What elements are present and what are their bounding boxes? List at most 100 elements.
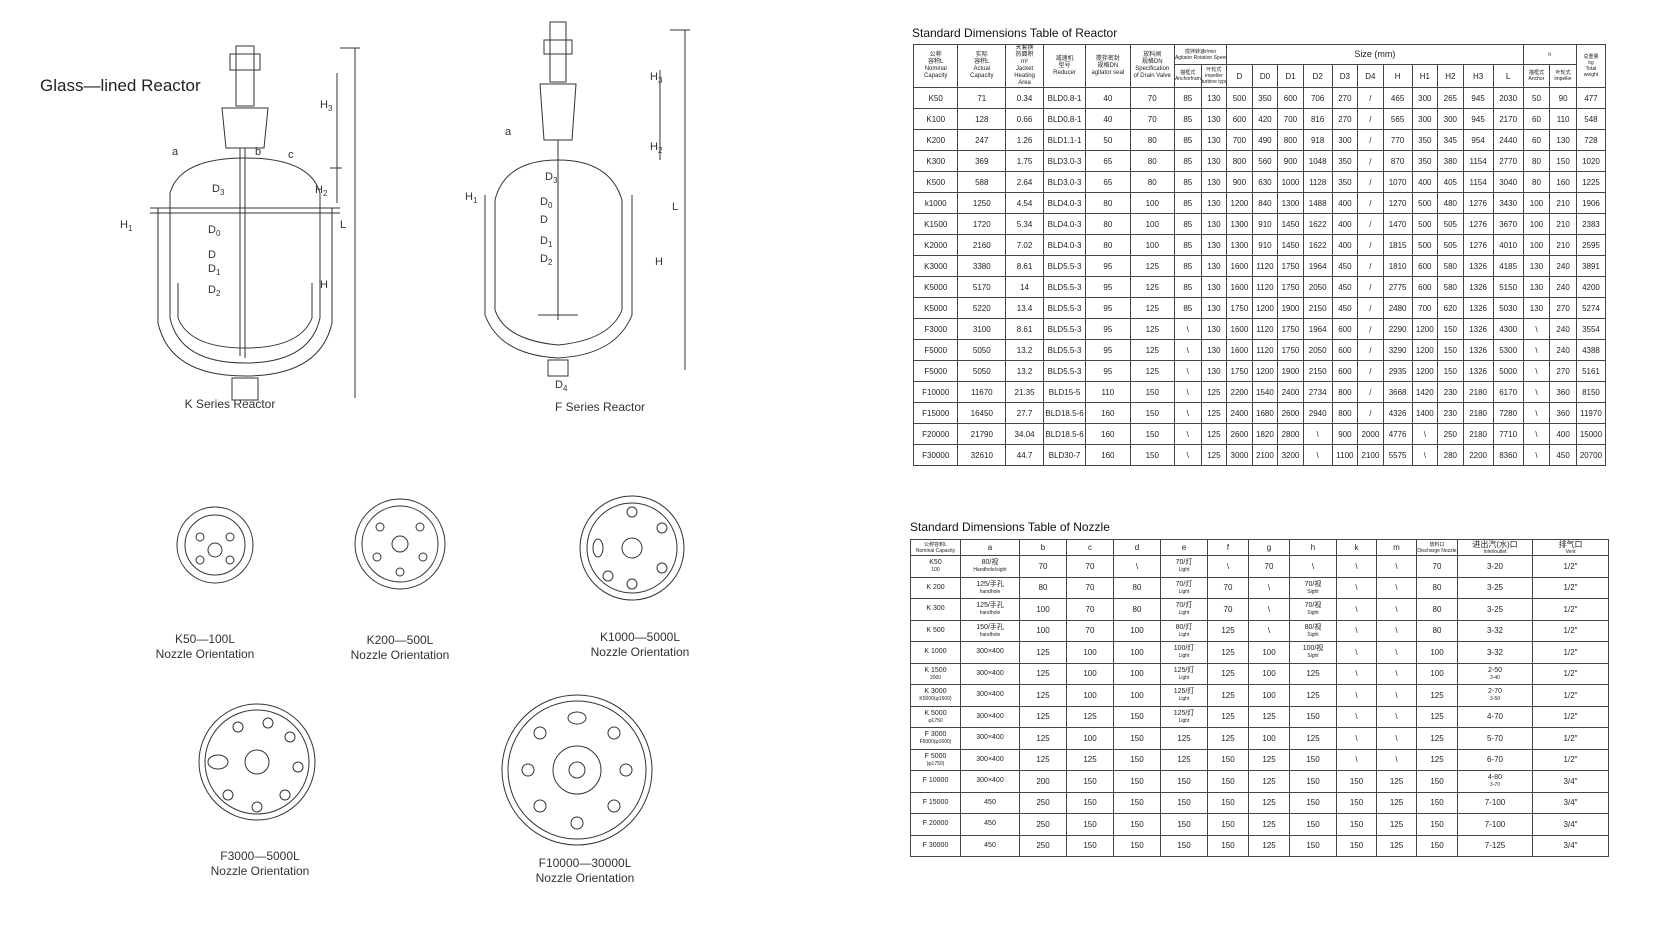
table-cell: 3000 [1226,444,1253,466]
table-cell: / [1357,87,1384,109]
table-cell: 1750 [1226,297,1253,319]
table-cell: 728 [1575,129,1607,151]
table-cell: 2595 [1575,234,1607,256]
table-cell: 5170 [957,276,1007,298]
svg-text:L: L [340,219,346,231]
table-cell: K200 [912,129,959,151]
table-cell: 1600 [1226,318,1253,340]
table-cell: 800 [1277,129,1304,151]
svg-text:b: b [255,146,261,158]
table-cell: 3200 [1277,444,1304,466]
table-cell: 150 [1207,813,1249,836]
table-cell: 5220 [957,297,1007,319]
table-cell: F 30000 [910,834,961,857]
table-cell: 2600 [1226,423,1253,445]
table-cell: 1750 [1277,255,1304,277]
table-cell: 2160 [957,234,1007,256]
table-cell: \ [1336,705,1377,728]
table-cell: 400 [1331,213,1359,235]
header-size-d1: D1 [1277,64,1304,88]
table-cell: 400 [1549,423,1577,445]
table-cell: / [1357,171,1384,193]
table-cell: 150 [1289,748,1337,771]
table-cell: 150 [1416,791,1458,814]
table-cell: 1.75 [1005,150,1044,172]
table-cell: 125 [1019,641,1067,664]
table-cell: 160 [1085,444,1131,466]
table-cell: 125 [1289,727,1337,750]
table-cell: 50 [1085,129,1131,151]
table-cell: 1750 [1277,276,1304,298]
nozzle-k200-caption: Nozzle Orientation [350,648,450,662]
table-cell: 8.61 [1005,255,1044,277]
table-cell: 125 [1019,748,1067,771]
table-cell: 369 [957,150,1007,172]
table-cell: 300×400 [960,705,1020,728]
table-cell: F3000 [912,318,959,340]
table-cell: 1/2″ [1532,576,1609,599]
table-cell: 125 [1416,727,1458,750]
table-cell: 380 [1437,150,1464,172]
table-cell: 50 [1522,87,1551,109]
table-cell: 700 [1411,297,1439,319]
table-cell: 130 [1200,318,1228,340]
table-cell: \ [1376,619,1417,642]
table-cell: 150 [1129,423,1175,445]
table-cell: \ [1173,444,1202,466]
svg-text:H2: H2 [315,184,328,198]
table-cell: 3-32 [1457,619,1533,642]
table-cell: 3-25 [1457,576,1533,599]
header-size-d: D [1226,64,1253,88]
table-cell: 125 [1376,813,1417,836]
table-cell: 3668 [1382,381,1413,403]
table-cell: 500 [1226,87,1253,109]
table-cell: 7.02 [1005,234,1044,256]
table-cell: 300 [1437,108,1464,130]
table-cell: 150 [1289,834,1337,857]
table-cell: 800 [1226,150,1253,172]
header-size-d3: D3 [1331,64,1359,88]
header-size-d2: D2 [1302,64,1333,88]
table-cell: 80 [1085,192,1131,214]
table-cell: 1/2″ [1532,662,1609,685]
table-cell: 2150 [1302,297,1333,319]
table-cell: 85 [1173,213,1202,235]
table-cell: 100 [1129,192,1175,214]
page-title: Glass—lined Reactor [40,76,201,95]
table-cell: 2940 [1302,402,1333,424]
table-cell: 130 [1200,339,1228,361]
table-cell: 1020 [1575,150,1607,172]
table-cell: 11970 [1575,402,1607,424]
table-cell: 150 [1160,834,1208,857]
table-cell: BLD4.0-3 [1042,234,1087,256]
table-cell: 3290 [1382,339,1413,361]
table-cell: 80 [1416,576,1458,599]
table-cell: 2100 [1357,444,1384,466]
svg-text:H1: H1 [120,219,133,233]
table-cell: BLD5.5-3 [1042,339,1087,361]
table-cell: 1120 [1251,339,1279,361]
table-cell: 1720 [957,213,1007,235]
table-cell: 1/2″ [1532,619,1609,642]
table-cell: F 15000 [910,791,961,814]
table-cell: 1154 [1462,150,1494,172]
table-cell: F5000 [912,339,959,361]
table-cell: 15000 [1575,423,1607,445]
table-cell: 130 [1200,150,1228,172]
table-cell: 150 [1336,813,1377,836]
header-size-d0: D0 [1251,64,1279,88]
table-cell: 700 [1277,108,1304,130]
table-cell: 2480 [1382,297,1413,319]
table-cell: 100 [1129,234,1175,256]
table-cell: \ [1173,318,1202,340]
table-cell: / [1357,381,1384,403]
